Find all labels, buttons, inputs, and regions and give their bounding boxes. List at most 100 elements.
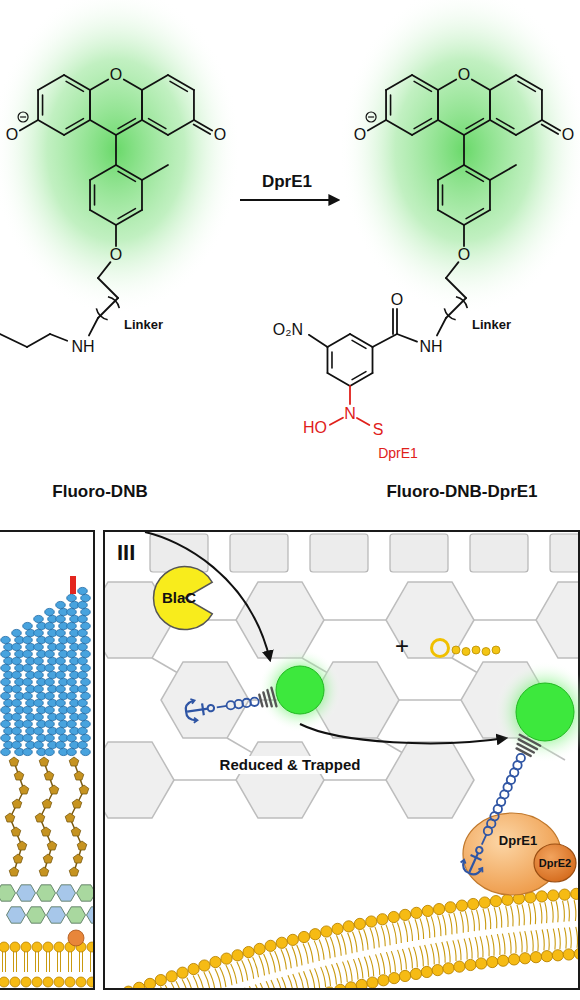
chem-bond <box>141 180 143 210</box>
lipid-head <box>432 965 443 976</box>
lipid-head <box>188 963 199 974</box>
glycan-ring <box>27 907 46 923</box>
lipid-tail <box>540 903 542 924</box>
lipid-tail <box>460 912 463 933</box>
lipid-head <box>232 950 243 961</box>
mycolic-unit <box>67 678 77 685</box>
mycolic-unit <box>45 678 55 685</box>
chem-bond <box>27 334 50 347</box>
lipid-head <box>254 943 265 954</box>
lipid-tail <box>491 935 494 956</box>
lipid-head <box>367 977 378 988</box>
chem-bond <box>118 171 135 181</box>
mycolic-unit <box>81 650 91 657</box>
lipid-head <box>433 903 444 914</box>
lipid-tail <box>402 949 406 970</box>
chem-bond <box>489 90 491 120</box>
sugar-unit <box>79 785 89 794</box>
lipid-head <box>378 975 389 986</box>
mycolic-unit <box>78 685 88 692</box>
lipid-tail <box>502 934 505 955</box>
lipid-tail <box>425 945 429 966</box>
lipid-tail <box>426 917 429 938</box>
label-holder: O <box>110 246 122 264</box>
lipid-head <box>552 950 563 961</box>
chem-bond <box>438 120 464 135</box>
atom-label: O <box>214 126 226 144</box>
lipid-head <box>465 959 476 970</box>
probe-glow <box>258 648 342 732</box>
chem-bond <box>446 262 458 278</box>
glycan-ring <box>0 885 16 901</box>
mycolic-unit <box>45 720 55 727</box>
lipid-tail <box>376 954 380 975</box>
lipid-head <box>559 889 570 900</box>
lipid-tail <box>288 975 293 989</box>
lipid-tail <box>392 923 396 944</box>
lipid-tail <box>480 936 483 957</box>
chem-bond <box>437 90 439 120</box>
lipid-head <box>411 907 422 918</box>
lipid-tail <box>391 951 395 972</box>
lipid-head <box>43 977 53 987</box>
process-arrow <box>145 532 270 660</box>
lipid-tail <box>271 980 277 989</box>
lipid-head <box>54 977 64 987</box>
lipid-head <box>321 926 332 937</box>
lipid-tail <box>315 968 320 988</box>
lipid-tail <box>522 904 524 925</box>
chem-bond <box>168 120 194 135</box>
lipid-tail <box>431 916 434 937</box>
mycolic-unit <box>23 748 33 755</box>
mycolic-unit <box>56 629 66 636</box>
atom-label: O₂N <box>273 321 303 339</box>
chem-bond <box>66 119 83 129</box>
lipid-tail <box>569 927 571 948</box>
lipid-tail <box>517 905 519 926</box>
mycolic-unit <box>45 692 55 699</box>
mycolic-unit <box>23 692 33 699</box>
chem-bond <box>98 278 118 298</box>
lipid-tail <box>531 931 533 952</box>
lipid-tail <box>330 937 335 957</box>
linker-coil <box>227 701 235 709</box>
sugar-unit <box>72 799 82 808</box>
lipid-head <box>10 942 20 952</box>
chem-bond <box>89 318 98 335</box>
atom-label: O <box>458 66 470 84</box>
mycolic-unit <box>12 741 22 748</box>
lipid-tail <box>304 971 309 989</box>
chem-bond <box>89 180 91 210</box>
lipid-tail <box>483 909 486 930</box>
sugar-unit <box>41 827 51 836</box>
mycolic-unit <box>34 685 44 692</box>
chem-bond <box>331 352 333 368</box>
label-holder: NH <box>419 338 442 356</box>
lipid-tail <box>449 914 452 935</box>
lipid-tail <box>547 929 549 950</box>
linker-label: Linker <box>472 318 511 333</box>
mycolic-unit <box>56 643 66 650</box>
chem-bond <box>386 75 412 90</box>
mycolic-unit <box>12 671 22 678</box>
lipid-tail <box>458 940 461 961</box>
anchor-tips <box>190 698 197 722</box>
chem-bond <box>115 225 117 246</box>
chem-bond <box>50 334 67 341</box>
lipid-head <box>468 898 479 909</box>
lipid-tail <box>57 951 58 972</box>
mycolic-unit <box>67 636 77 643</box>
label-holder: S <box>373 421 384 439</box>
mycolic-unit <box>12 713 22 720</box>
lipid-tail <box>431 944 434 965</box>
chem-bond <box>149 119 166 129</box>
mycolic-unit <box>23 678 33 685</box>
chem-bond <box>90 120 116 135</box>
molecule-drawing <box>0 0 580 425</box>
chem-bond <box>442 185 444 205</box>
lipid-head <box>133 982 144 989</box>
probe-thread <box>519 739 537 749</box>
mycolic-unit <box>1 748 11 755</box>
probe-thread <box>267 690 271 706</box>
lipid-head <box>155 974 166 985</box>
